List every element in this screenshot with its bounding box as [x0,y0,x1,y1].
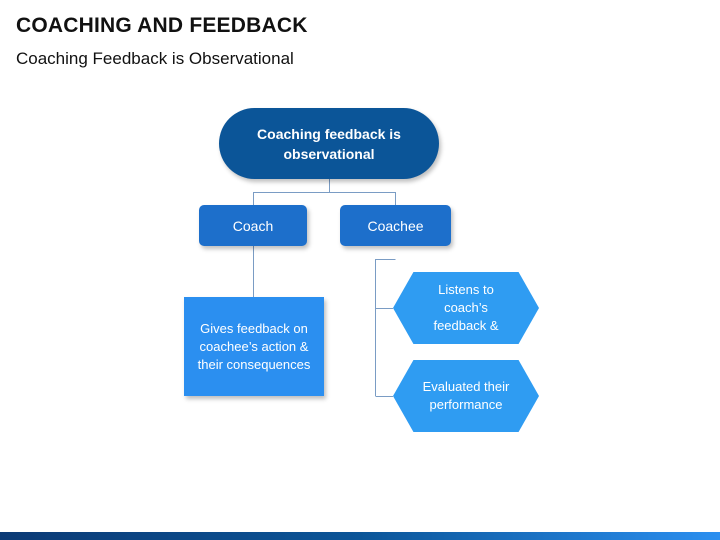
coach-detail-box: Gives feedback on coachee’s action & the… [184,297,324,396]
coachee-item-hexagon: Evaluated their performance [393,360,539,432]
page-subtitle: Coaching Feedback is Observational [16,49,294,68]
coachee-node: Coachee [340,205,451,246]
coach-node: Coach [199,205,307,246]
page-title: COACHING AND FEEDBACK [16,14,308,37]
root-node: Coaching feedback is observational [219,108,439,179]
footer-bar [0,532,720,540]
coachee-item-hexagon: Listens to coach’s feedback & [393,272,539,344]
